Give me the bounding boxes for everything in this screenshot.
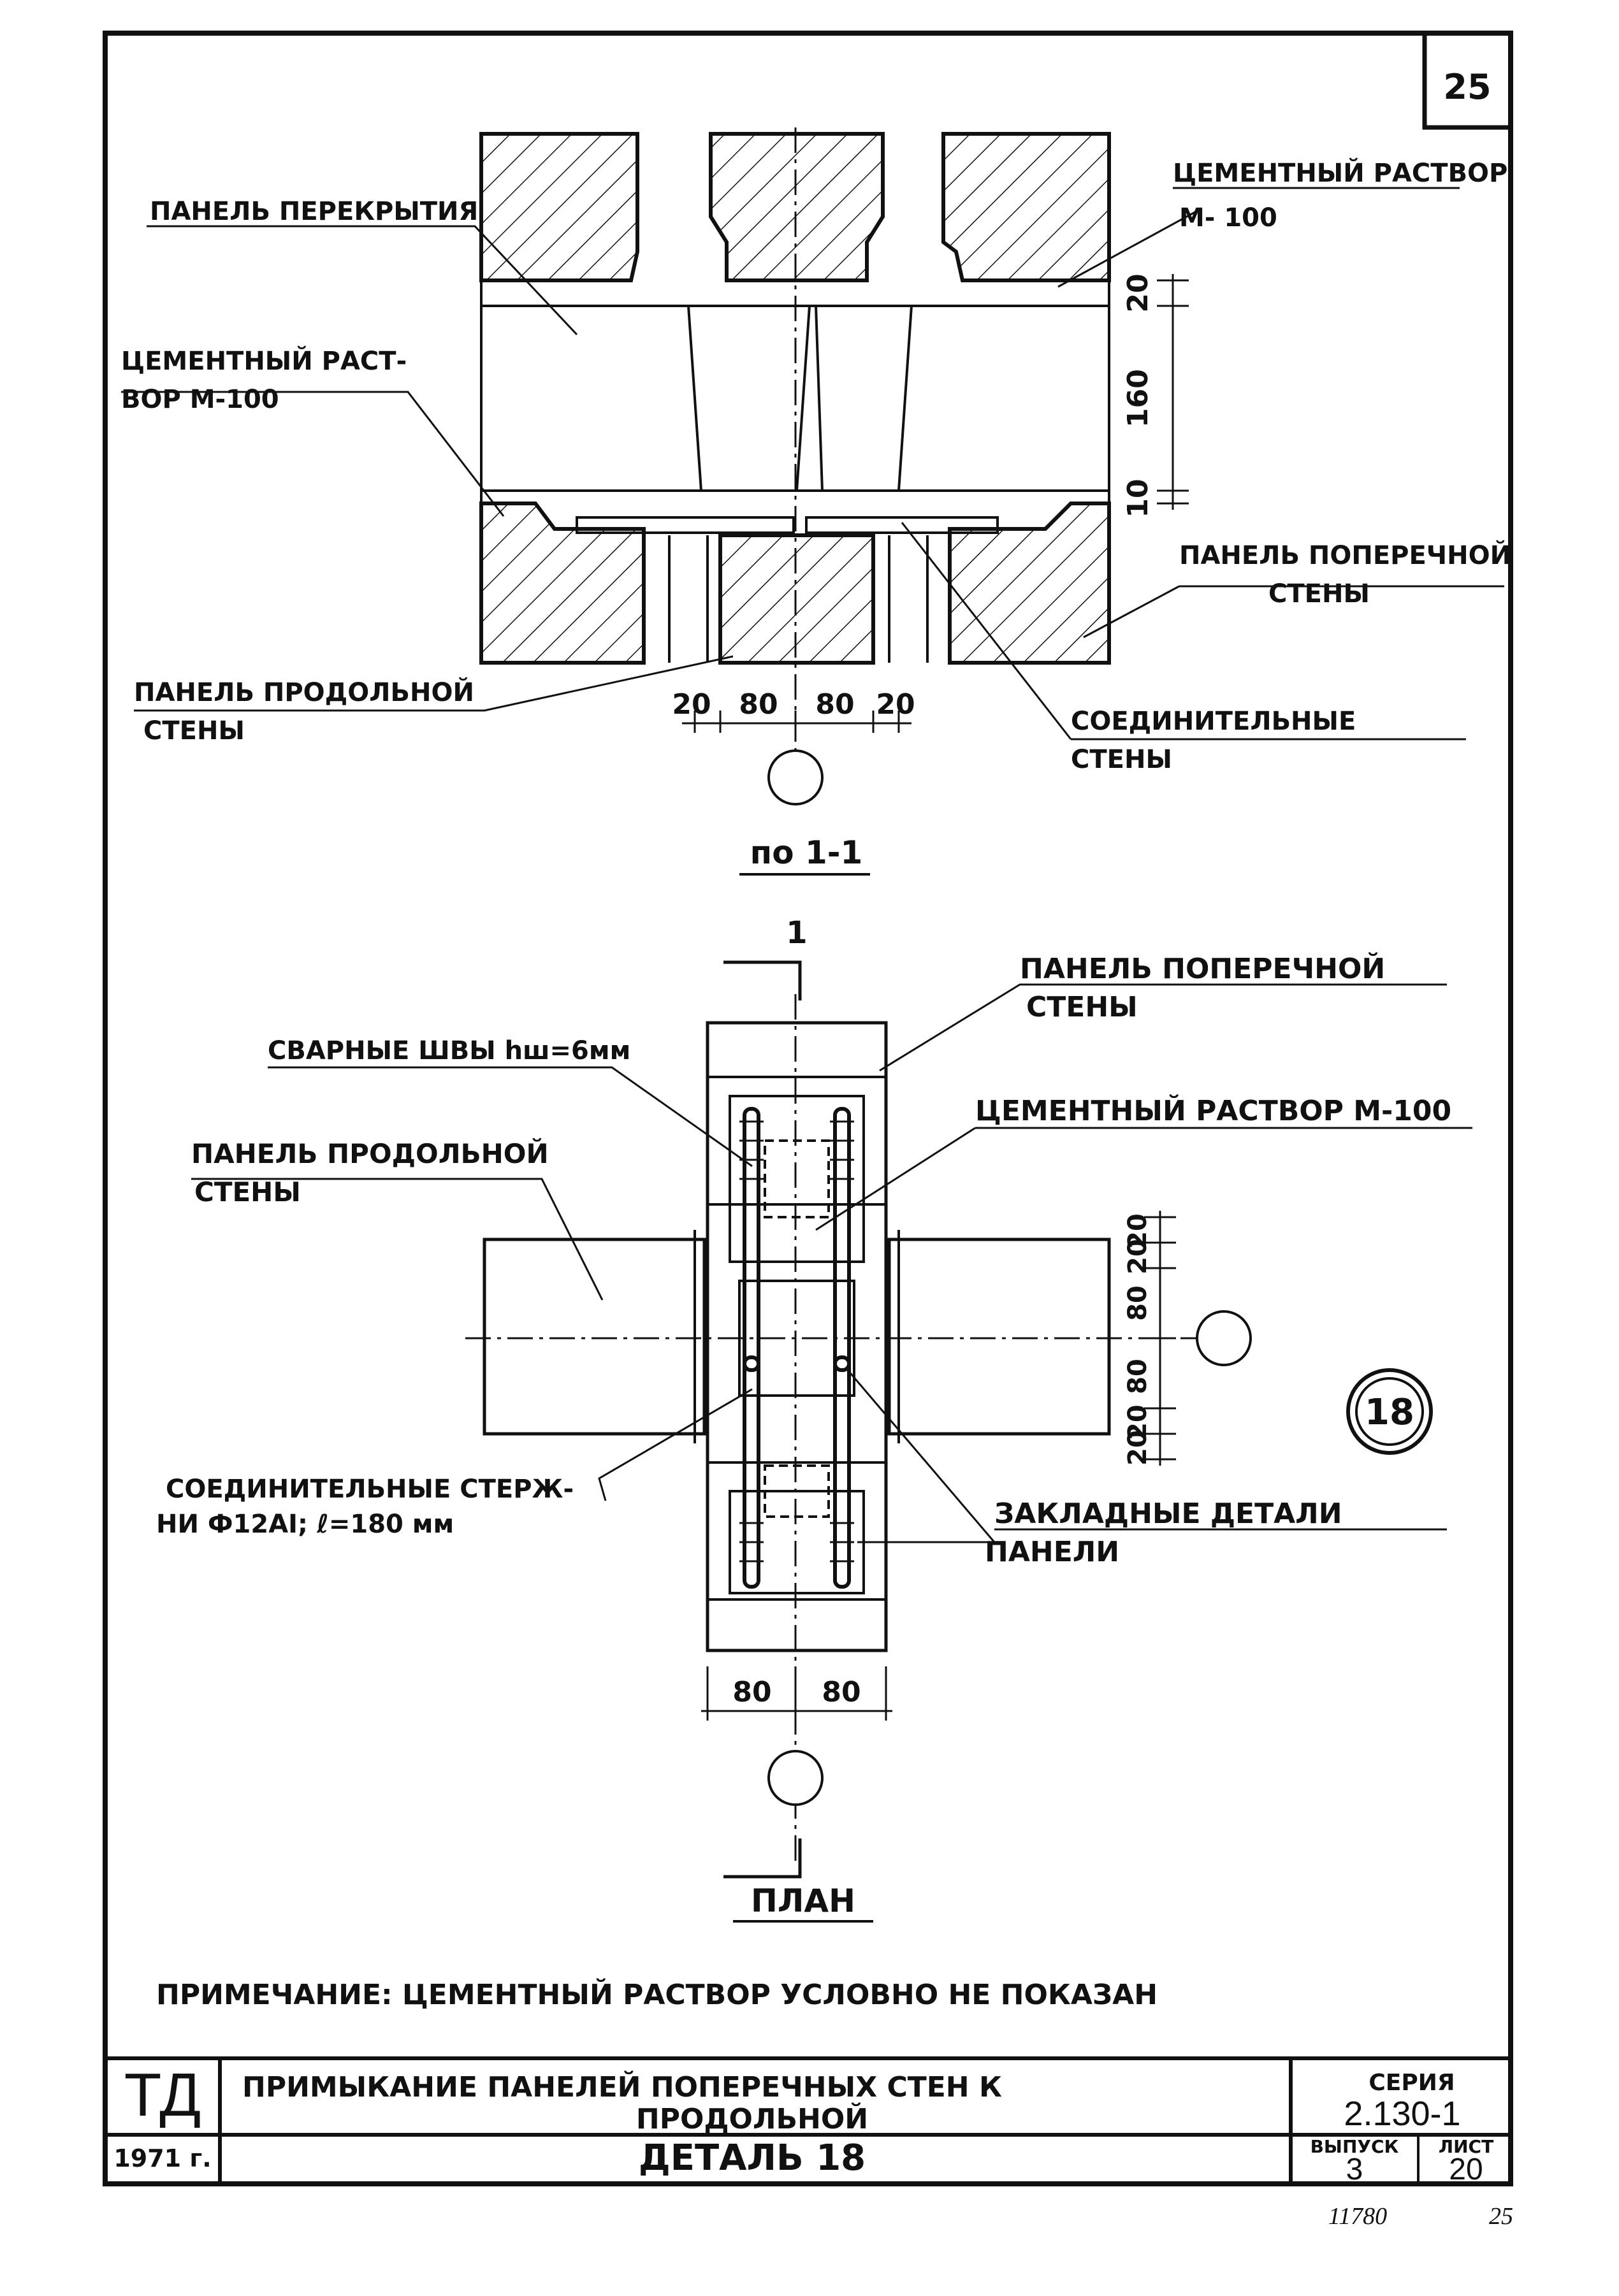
dim-text: 20 (1123, 1213, 1152, 1249)
dim-text: 80 (732, 1676, 771, 1708)
series-value: 2.130-1 (1344, 2095, 1460, 2133)
dim-text: 80 (1123, 1285, 1152, 1321)
label-connecting: СТЕНЫ (1071, 745, 1172, 774)
plan-leaders (191, 983, 1472, 1543)
title-line: ПРОДОЛЬНОЙ (636, 2102, 868, 2135)
embedded-plates (729, 1095, 865, 1594)
dim-text: 80 (822, 1676, 860, 1708)
title-block: ТД ПРИМЫКАНИЕ ПАНЕЛЕЙ ПОПЕРЕЧНЫХ СТЕН К … (105, 2056, 1511, 2186)
label-mortar: ВОР М-100 (121, 385, 279, 414)
section-vertical-dimension: 20 160 10 (1122, 273, 1189, 518)
axis-circle (767, 749, 824, 805)
label-rods: СОЕДИНИТЕЛЬНЫЕ СТЕРЖ- (166, 1475, 574, 1504)
label-welds: СВАРНЫЕ ШВЫ hш=6мм (268, 1036, 630, 1065)
label-long-wall: СТЕНЫ (194, 1176, 301, 1208)
label-long-wall: ПАНЕЛЬ ПРОДОЛЬНОЙ (191, 1137, 549, 1169)
sheet-number: 25 (1443, 67, 1491, 107)
label-mortar: ЦЕМЕНТНЫЙ РАСТ- (121, 345, 407, 376)
dim-text: 20 (1123, 1239, 1152, 1274)
label-cross-wall: СТЕНЫ (1026, 991, 1138, 1023)
connecting-rods (743, 1107, 851, 1589)
label-embedded: ЗАКЛАДНЫЕ ДЕТАЛИ (994, 1498, 1342, 1530)
axis-circle (1196, 1310, 1252, 1366)
cut-mark-top (723, 960, 802, 1000)
page-number: 25 (1489, 2203, 1513, 2230)
label-cross-wall: ПАНЕЛЬ ПОПЕРЕЧНОЙ (1020, 951, 1385, 985)
plan-horizontal-dimension: 80 80 (701, 1666, 892, 1721)
label-rods: НИ Ф12АI; ℓ=180 мм (156, 1510, 454, 1539)
section-horizontal-dimension: 20 80 80 20 (672, 688, 915, 733)
weld-marks (739, 1120, 854, 1563)
detail-name: ДЕТАЛЬ 18 (639, 2137, 866, 2179)
longitudinal-wall-left (483, 1238, 706, 1436)
series-label: СЕРИЯ (1369, 2070, 1455, 2096)
bottom-panels-hatched (479, 502, 1111, 665)
dim-text: 20 (1123, 1430, 1152, 1466)
sheet-frame (103, 31, 1513, 2186)
sheet-number-box: 25 (1422, 33, 1511, 130)
label-long-wall: ПАНЕЛЬ ПРОДОЛЬНОЙ (134, 677, 474, 707)
dim-text: 80 (739, 688, 778, 721)
dim-text: 20 (1122, 273, 1154, 312)
label-floor-panel: ПАНЕЛЬ ПЕРЕКРЫТИЯ (150, 197, 478, 226)
label-mortar: ЦЕМЕНТНЫЙ РАСТВОР М-100 (975, 1094, 1451, 1127)
detail-mark-number: 18 (1365, 1392, 1414, 1433)
plan-view: 1 (156, 915, 1472, 1923)
label-embedded: ПАНЕЛИ (985, 1536, 1119, 1568)
sheet-label: ЛИСТ (1439, 2136, 1493, 2157)
floor-panel-hatched (479, 132, 1111, 282)
detail-mark: 18 (1346, 1368, 1433, 1455)
label-long-wall: СТЕНЫ (143, 716, 245, 746)
dim-text: 80 (1123, 1359, 1152, 1394)
axis-circle (767, 1750, 824, 1806)
label-cross-wall: СТЕНЫ (1268, 579, 1370, 609)
label-mortar: М- 100 (1179, 203, 1277, 233)
dim-text: 20 (1123, 1404, 1152, 1440)
issue-label: ВЫПУСК (1310, 2136, 1399, 2157)
cross-wall-panel (706, 1021, 888, 1652)
label-connecting: СОЕДИНИТЕЛЬНЫЕ (1071, 707, 1356, 736)
dim-text: 80 (815, 688, 854, 721)
label-mortar: ЦЕМЕНТНЫЙ РАСТВОР (1173, 157, 1507, 188)
plan-caption: ПЛАН (751, 1882, 855, 1919)
dim-text: 10 (1122, 479, 1154, 517)
title-code: ТД (124, 2061, 201, 2129)
section-leaders (121, 187, 1504, 740)
longitudinal-wall-right (887, 1238, 1111, 1436)
plan-vertical-dimension: 20 20 80 80 20 20 (1123, 1211, 1176, 1466)
title-line: ПРИМЫКАНИЕ ПАНЕЛЕЙ ПОПЕРЕЧНЫХ СТЕН К (242, 2070, 1002, 2104)
dim-text: 20 (876, 688, 915, 721)
cut-mark-label: 1 (786, 915, 807, 951)
dim-text: 20 (672, 688, 711, 721)
issue-value: 3 (1346, 2153, 1363, 2186)
inventory-number: 11780 (1328, 2203, 1387, 2230)
drawing-note: ПРИМЕЧАНИЕ: ЦЕМЕНТНЫЙ РАСТВОР УСЛОВНО НЕ… (156, 1977, 1158, 2011)
sheet-value: 20 (1449, 2153, 1483, 2186)
section-view: 20 160 10 20 80 80 20 (121, 127, 1511, 876)
year: 1971 г. (113, 2144, 211, 2172)
label-cross-wall: ПАНЕЛЬ ПОПЕРЕЧНОЙ (1179, 540, 1511, 570)
section-caption: по 1-1 (750, 834, 863, 871)
cut-mark-bottom (723, 1838, 802, 1879)
dim-text: 160 (1122, 369, 1154, 428)
